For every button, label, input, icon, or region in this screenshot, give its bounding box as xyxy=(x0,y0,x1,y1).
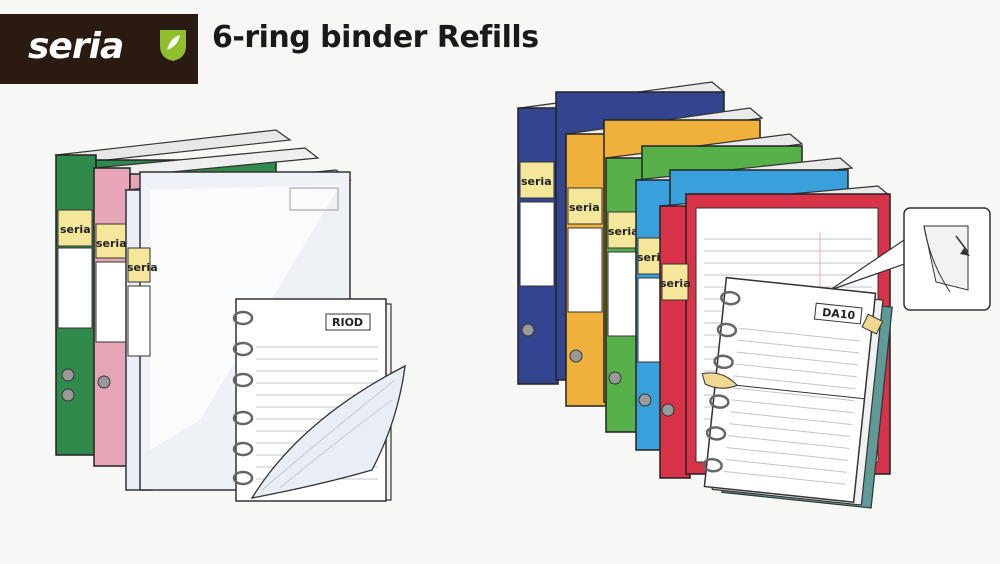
spine-label: seria xyxy=(521,175,552,188)
refill-tag: RIOD xyxy=(332,316,363,329)
refill-tag: DA10 xyxy=(822,306,856,322)
spine-label: seria xyxy=(60,223,91,236)
brand-logo-text: seria xyxy=(28,26,124,67)
spine-label: seria xyxy=(660,277,691,290)
spine-label: seria xyxy=(96,237,127,250)
refill-right: DA10 xyxy=(701,276,893,509)
brand-logo: seria xyxy=(0,14,198,84)
refill-left: RIOD xyxy=(232,298,406,502)
spine-label: seria xyxy=(569,201,600,214)
page-title: 6-ring binder Refills xyxy=(212,20,539,55)
leaf-icon xyxy=(160,30,186,61)
spine-label: seria xyxy=(127,261,158,274)
callout-detail xyxy=(829,207,991,311)
spine-label: seria xyxy=(608,225,639,238)
